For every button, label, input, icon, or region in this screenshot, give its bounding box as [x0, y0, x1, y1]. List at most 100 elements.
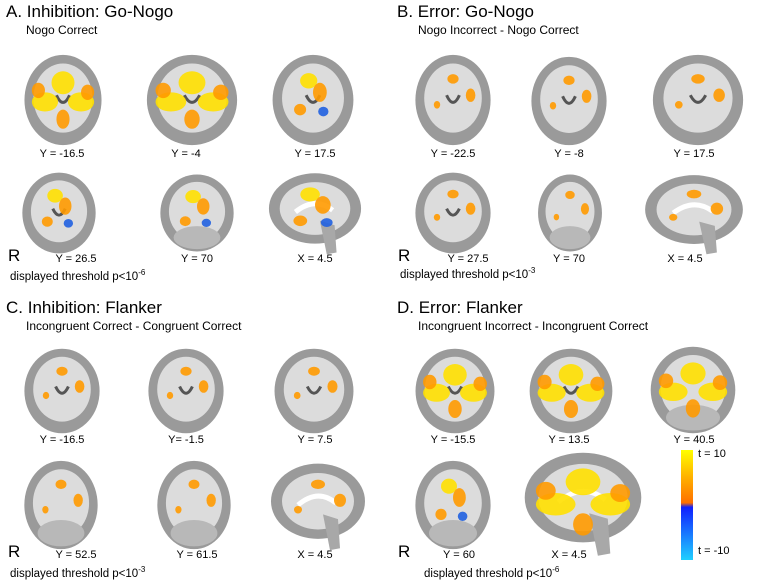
activation-blob	[334, 493, 346, 507]
activation-blob	[465, 202, 476, 215]
coord-label: Y = 7.5	[297, 434, 333, 446]
activation-blob	[590, 376, 605, 391]
activation-blob	[293, 391, 301, 400]
coronal-brain-slice	[24, 54, 102, 146]
activation-blob	[184, 109, 200, 129]
activation-blob	[453, 488, 466, 507]
white-matter	[282, 473, 354, 530]
coord-label: Y = -22.5	[430, 148, 476, 160]
activation-blob	[74, 380, 85, 393]
activation-blob	[558, 364, 584, 386]
activation-blob	[197, 198, 210, 215]
threshold-note: displayed threshold p<10-3	[10, 565, 145, 580]
posterior-brain-slice	[538, 174, 602, 252]
white-matter	[33, 356, 91, 422]
colorbar-top-label: t = 10	[698, 448, 726, 460]
white-matter	[660, 355, 726, 422]
brainstem	[699, 221, 717, 255]
white-matter	[424, 63, 482, 133]
coronal-brain-slice	[148, 348, 224, 434]
activation-blob	[42, 505, 49, 514]
posterior-brain-slice	[160, 174, 234, 252]
ventricle	[445, 94, 461, 104]
white-matter	[656, 183, 732, 236]
activation-blob	[710, 202, 724, 215]
colorbar-gradient	[681, 450, 693, 560]
activation-blob	[63, 219, 74, 228]
activation-blob	[674, 100, 683, 109]
activation-blob	[669, 213, 678, 221]
activation-blob	[433, 213, 441, 221]
activation-blob	[535, 481, 556, 500]
white-matter	[540, 65, 598, 133]
activation-blob	[680, 362, 706, 385]
sagittal-brain-slice	[271, 463, 365, 551]
activation-blob	[311, 479, 325, 490]
activation-blob	[327, 380, 338, 393]
threshold-exponent: -3	[528, 266, 536, 275]
panel-b-subtitle: Nogo Incorrect - Nogo Correct	[418, 23, 579, 37]
panel-a-subtitle: Nogo Correct	[26, 23, 98, 37]
white-matter	[168, 181, 226, 241]
cerebellum	[170, 520, 218, 547]
activation-blob	[198, 380, 209, 393]
cerebellum	[173, 226, 221, 250]
ventricle	[688, 94, 708, 104]
corpus-callosum	[296, 493, 338, 507]
coronal-brain-slice	[24, 348, 100, 434]
white-matter	[282, 63, 344, 133]
white-matter	[545, 181, 595, 241]
coronal-brain-slice	[531, 56, 607, 146]
white-matter	[165, 469, 223, 537]
coord-label: Y = 52.5	[55, 549, 97, 561]
activation-blob	[581, 89, 592, 103]
activation-blob	[433, 100, 441, 109]
activation-blob	[565, 468, 601, 496]
white-matter	[663, 63, 733, 133]
coord-label: Y = 17.5	[294, 148, 336, 160]
ventricle	[305, 385, 323, 395]
activation-blob	[47, 188, 63, 203]
white-matter	[30, 180, 88, 243]
activation-blob	[320, 218, 333, 227]
right-hemisphere-marker: R	[8, 246, 21, 265]
white-matter	[424, 356, 486, 422]
activation-blob	[318, 106, 329, 117]
brainstem	[323, 514, 340, 551]
activation-blob	[56, 366, 68, 376]
panel-a-title: A. Inhibition: Go-Nogo	[6, 2, 174, 21]
coronal-brain-slice	[146, 54, 238, 146]
activation-blob	[685, 399, 701, 418]
threshold-note: displayed threshold p<10-6	[10, 268, 145, 283]
colorbar	[681, 450, 693, 560]
coord-label: X = 4.5	[667, 253, 703, 265]
coronal-brain-slice	[415, 172, 491, 254]
colorbar-bottom-label: t = -10	[698, 545, 730, 557]
activation-blob	[293, 215, 308, 227]
white-matter	[157, 63, 227, 133]
threshold-exponent: -6	[138, 268, 146, 277]
posterior-brain-slice	[24, 460, 98, 550]
activation-blob	[658, 373, 674, 389]
activation-blob	[42, 391, 50, 400]
activation-blob	[465, 88, 476, 102]
corpus-callosum	[671, 202, 715, 216]
brainstem	[589, 513, 611, 556]
activation-blob	[56, 109, 70, 129]
activation-blob	[441, 478, 457, 494]
activation-blob	[447, 74, 459, 84]
white-matter	[32, 469, 90, 537]
activation-blob	[73, 493, 83, 507]
coronal-brain-slice	[652, 54, 744, 146]
cerebellum	[37, 520, 85, 547]
activation-blob	[178, 71, 206, 95]
activation-blob	[313, 82, 327, 102]
coronal-brain-slice	[272, 54, 354, 146]
coord-label: Y = -15.5	[430, 434, 476, 446]
activation-blob	[457, 511, 468, 521]
coronal-brain-slice	[22, 172, 96, 254]
activation-blob	[188, 479, 200, 490]
coord-label: Y= -1.5	[168, 434, 204, 446]
threshold-text: displayed threshold p<10	[400, 268, 529, 281]
activation-blob	[59, 197, 72, 215]
